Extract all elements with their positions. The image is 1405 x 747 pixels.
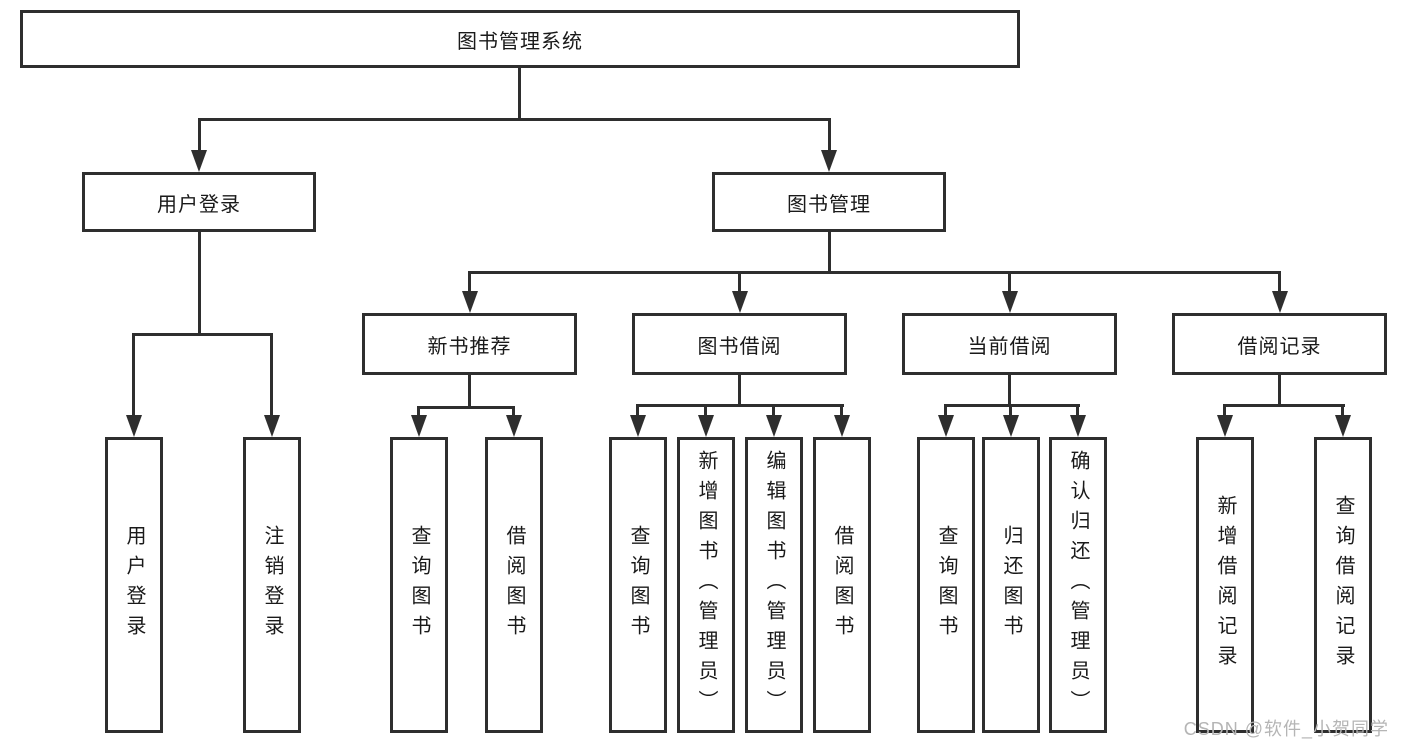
connector-line (1278, 375, 1281, 406)
node-label: 归还图书 (1000, 525, 1022, 645)
arrow-down-icon (1217, 415, 1233, 437)
arrow-down-icon (1070, 415, 1086, 437)
node-label: 编辑图书（管理员） (763, 450, 785, 720)
arrow-down-icon (938, 415, 954, 437)
leaf-query-books-recommend: 查询图书 (390, 437, 448, 733)
connector-line (636, 404, 639, 415)
connector-line (198, 118, 831, 121)
leaf-user-login: 用户登录 (105, 437, 163, 733)
leaf-add-borrow-record: 新增借阅记录 (1196, 437, 1254, 733)
node-label: 借阅图书 (503, 525, 525, 645)
node-label: 新增借阅记录 (1214, 495, 1236, 675)
leaf-logout: 注销登录 (243, 437, 301, 733)
connector-line (132, 333, 273, 336)
connector-line (468, 273, 471, 291)
connector-line (1076, 404, 1079, 415)
node-book-management: 图书管理 (712, 172, 946, 232)
connector-line (738, 375, 741, 406)
leaf-query-books-current: 查询图书 (917, 437, 975, 733)
connector-line (198, 120, 201, 152)
node-label: 查询图书 (627, 525, 649, 645)
node-label: 借阅记录 (1237, 335, 1322, 358)
arrow-down-icon (1002, 291, 1018, 313)
connector-line (1223, 404, 1226, 415)
node-label: 用户登录 (157, 193, 241, 216)
arrow-down-icon (411, 415, 427, 437)
node-label: 确认归还（管理员） (1067, 450, 1089, 720)
arrow-down-icon (834, 415, 850, 437)
node-label: 查询图书 (935, 525, 957, 645)
node-label: 图书管理系统 (457, 30, 583, 53)
connector-line (828, 120, 831, 152)
node-book-borrow: 图书借阅 (632, 313, 847, 375)
leaf-edit-book-admin: 编辑图书（管理员） (745, 437, 803, 733)
arrow-down-icon (1335, 415, 1351, 437)
node-label: 新书推荐 (427, 335, 512, 358)
connector-line (636, 404, 844, 407)
connector-line (704, 404, 707, 415)
connector-line (198, 232, 201, 336)
node-label: 图书管理 (787, 193, 871, 216)
arrow-down-icon (506, 415, 522, 437)
connector-line (1008, 375, 1011, 406)
leaf-borrow-books-recommend: 借阅图书 (485, 437, 543, 733)
leaf-query-borrow-record: 查询借阅记录 (1314, 437, 1372, 733)
node-borrow-records: 借阅记录 (1172, 313, 1387, 375)
leaf-borrow-books: 借阅图书 (813, 437, 871, 733)
arrow-down-icon (821, 150, 837, 172)
connector-line (417, 406, 420, 415)
node-user-login: 用户登录 (82, 172, 316, 232)
csdn-watermark: CSDN @软件_小贺同学 (1183, 719, 1389, 739)
node-label: 用户登录 (123, 525, 145, 645)
arrow-down-icon (191, 150, 207, 172)
node-label: 图书借阅 (697, 335, 782, 358)
connector-line (738, 273, 741, 291)
connector-line (468, 271, 1281, 274)
arrow-down-icon (264, 415, 280, 437)
arrow-down-icon (630, 415, 646, 437)
connector-line (1223, 404, 1345, 407)
node-current-borrow: 当前借阅 (902, 313, 1117, 375)
connector-line (828, 232, 831, 273)
connector-line (270, 333, 273, 415)
connector-line (1278, 273, 1281, 291)
node-label: 注销登录 (261, 525, 283, 645)
connector-line (944, 404, 1080, 407)
connector-line (417, 406, 515, 409)
arrow-down-icon (732, 291, 748, 313)
arrow-down-icon (1003, 415, 1019, 437)
node-label: 当前借阅 (967, 335, 1052, 358)
arrow-down-icon (1272, 291, 1288, 313)
connector-line (512, 406, 515, 415)
connector-line (944, 404, 947, 415)
node-label: 查询借阅记录 (1332, 495, 1354, 675)
connector-line (468, 375, 471, 408)
node-label: 查询图书 (408, 525, 430, 645)
connector-line (132, 333, 135, 415)
node-new-book-recommend: 新书推荐 (362, 313, 577, 375)
connector-line (1009, 404, 1012, 415)
leaf-query-books-borrow: 查询图书 (609, 437, 667, 733)
arrow-down-icon (126, 415, 142, 437)
connector-line (772, 404, 775, 415)
node-label: 新增图书（管理员） (695, 450, 717, 720)
leaf-confirm-return-admin: 确认归还（管理员） (1049, 437, 1107, 733)
arrow-down-icon (698, 415, 714, 437)
connector-line (1341, 404, 1344, 415)
leaf-return-book: 归还图书 (982, 437, 1040, 733)
arrow-down-icon (766, 415, 782, 437)
node-root-library-system: 图书管理系统 (20, 10, 1020, 68)
node-label: 借阅图书 (831, 525, 853, 645)
connector-line (518, 68, 521, 120)
connector-line (1008, 273, 1011, 291)
arrow-down-icon (462, 291, 478, 313)
leaf-add-book-admin: 新增图书（管理员） (677, 437, 735, 733)
connector-line (840, 404, 843, 415)
